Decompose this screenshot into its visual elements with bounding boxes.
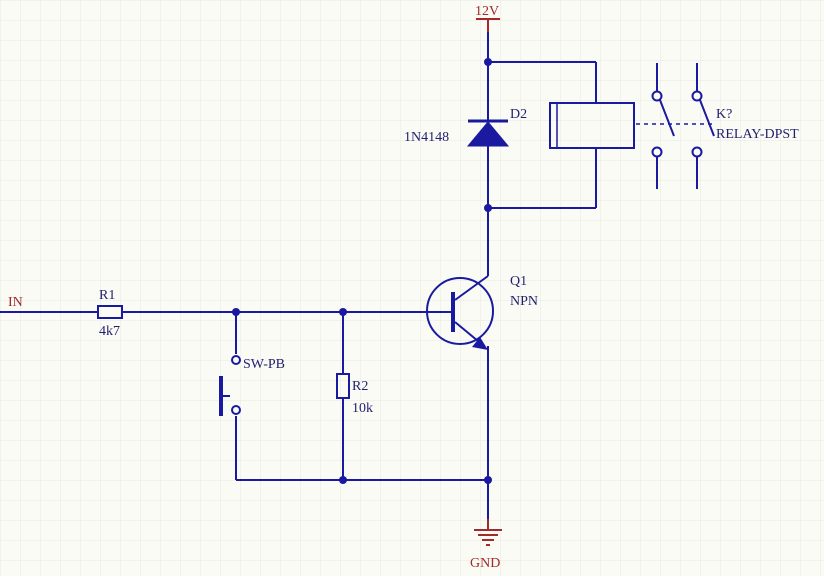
junction-dot	[484, 476, 492, 484]
vcc-power-port[interactable]: 12V	[475, 4, 500, 32]
input-net-label[interactable]: IN	[8, 295, 23, 310]
transistor-q1[interactable]: Q1 NPN	[426, 268, 538, 354]
relay-part-name: RELAY-DPST	[716, 127, 799, 142]
junction-dot	[484, 58, 492, 66]
q1-type: NPN	[510, 294, 538, 309]
junctions	[232, 58, 492, 484]
diode-d2[interactable]: D2 1N4148	[404, 107, 527, 158]
junction-dot	[339, 476, 347, 484]
d2-designator: D2	[510, 107, 527, 122]
q1-designator: Q1	[510, 274, 527, 289]
vcc-label: 12V	[475, 4, 499, 19]
r1-designator: R1	[99, 288, 115, 303]
r1-value: 4k7	[99, 324, 120, 339]
relay-coil[interactable]	[549, 102, 635, 149]
junction-dot	[232, 308, 240, 316]
relay-contacts[interactable]: K? RELAY-DPST	[651, 63, 800, 189]
relay-designator: K?	[716, 107, 732, 122]
r2-value: 10k	[352, 401, 373, 416]
r2-designator: R2	[352, 379, 368, 394]
wires	[0, 32, 597, 529]
junction-dot	[484, 204, 492, 212]
junction-dot	[339, 308, 347, 316]
d2-part-number: 1N4148	[404, 130, 449, 145]
ground-power-port[interactable]: GND	[470, 519, 502, 571]
resistor-r2[interactable]: R2 10k	[336, 373, 373, 416]
ground-label: GND	[470, 556, 500, 571]
resistor-r1[interactable]: R1 4k7	[97, 288, 123, 339]
pushbutton-sw[interactable]: SW-PB	[219, 355, 285, 416]
switch-designator: SW-PB	[243, 357, 285, 372]
